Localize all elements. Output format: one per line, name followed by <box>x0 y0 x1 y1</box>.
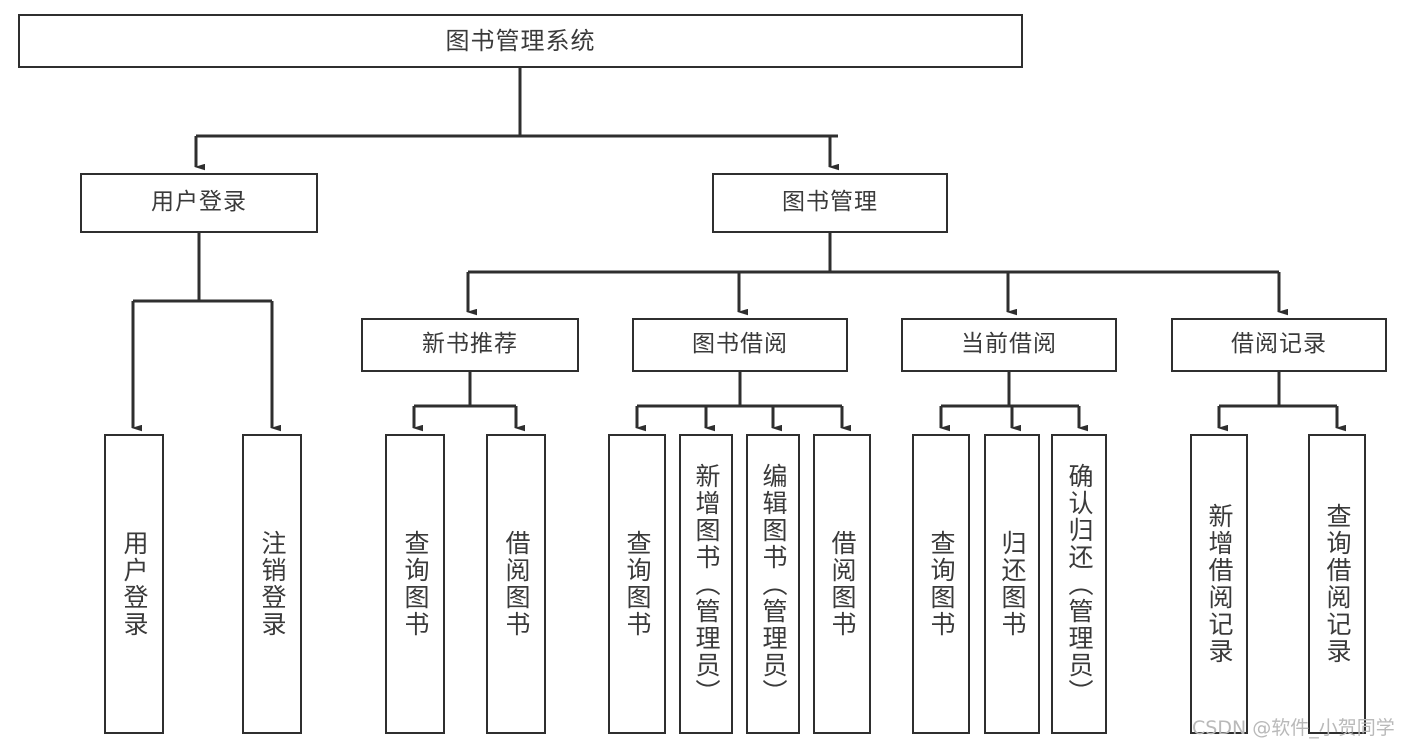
leaf-query-book-current[interactable]: 查询图书 <box>912 434 970 734</box>
csdn-watermark: CSDN @软件_小贺同学 <box>1192 717 1395 739</box>
node-current-borrow[interactable]: 当前借阅 <box>901 318 1117 372</box>
leaf-query-borrow-record[interactable]: 查询借阅记录 <box>1308 434 1366 734</box>
leaf-logout[interactable]: 注销登录 <box>242 434 302 734</box>
leaf-borrow-book[interactable]: 借阅图书 <box>813 434 871 734</box>
node-user-login[interactable]: 用户登录 <box>80 173 318 233</box>
leaf-user-login[interactable]: 用户登录 <box>104 434 164 734</box>
node-book-manage[interactable]: 图书管理 <box>712 173 948 233</box>
leaf-add-book-admin[interactable]: 新增图书（管理员） <box>679 434 733 734</box>
node-book-borrow[interactable]: 图书借阅 <box>632 318 848 372</box>
node-root[interactable]: 图书管理系统 <box>18 14 1023 68</box>
node-borrow-record[interactable]: 借阅记录 <box>1171 318 1387 372</box>
leaf-edit-book-admin[interactable]: 编辑图书（管理员） <box>746 434 800 734</box>
leaf-query-book-recommend[interactable]: 查询图书 <box>385 434 445 734</box>
leaf-confirm-return-admin[interactable]: 确认归还（管理员） <box>1051 434 1107 734</box>
leaf-query-book-borrow[interactable]: 查询图书 <box>608 434 666 734</box>
leaf-return-book[interactable]: 归还图书 <box>984 434 1040 734</box>
node-new-book-recommend[interactable]: 新书推荐 <box>361 318 579 372</box>
leaf-add-borrow-record[interactable]: 新增借阅记录 <box>1190 434 1248 734</box>
leaf-borrow-book-recommend[interactable]: 借阅图书 <box>486 434 546 734</box>
